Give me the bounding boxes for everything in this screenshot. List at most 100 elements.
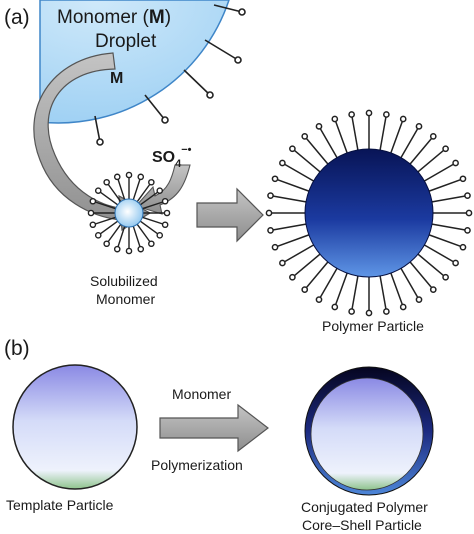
micelle-surfactant-tail [92,200,116,210]
particle-surfactant-tail [428,178,464,192]
micelle-surfactant-tail [136,223,152,245]
micelle-surfactant-head [137,245,145,253]
particle-surfactant-head [289,145,296,153]
micelle-surfactant-tail [97,220,119,236]
particle-surfactant-tail [318,268,338,300]
micelle-surfactant-tail [132,226,142,250]
particle-surfactant-head [399,115,407,123]
micelle-surfactant-tail [116,226,126,250]
arrow-label-monomer: Monomer [172,386,231,402]
droplet-surfactant-head [206,91,214,99]
polymer-particle [265,109,473,317]
particle-surfactant-head [365,309,373,317]
micelle-surfactant-head [89,197,97,205]
particle-surfactant-head [464,227,471,234]
particle-surfactant-head [383,308,390,315]
panel-a: (a) Monomer (M) Droplet M SO4−• Solubili… [4,0,473,334]
micelle-surfactant-tail [139,220,161,236]
micelle-surfactant-head [163,209,171,217]
droplet-surfactant-head [96,138,104,146]
particle-surfactant-head [442,145,449,153]
micelle-surfactant-tail [142,216,166,226]
droplet-surfactant-tail [183,69,211,96]
micelle-label-line1: Solubilized [90,273,158,289]
particle-surfactant-head [452,259,459,267]
particle-surfactant-tail [409,135,434,165]
droplet-surfactant-tail [213,4,243,13]
micelle-surfactant-tail [92,216,116,226]
micelle-surfactant-head [94,187,102,194]
micelle-surfactant-head [148,178,155,186]
micelle-core [114,198,144,228]
particle-surfactant-head [459,175,467,183]
droplet-surfactant-tail [144,94,166,121]
particle-surfactant-head [271,175,279,183]
micelle-surfactant-head [156,187,164,194]
particle-surfactant-tail [417,253,447,278]
particle-surfactant-tail [291,148,321,173]
micelle-surfactant-head [125,247,133,255]
micelle-surfactant-head [156,232,164,239]
polymer-particle-core [304,148,434,278]
droplet-surfactant-head [234,56,242,64]
particle-surfactant-head [459,243,467,251]
micelle-surfactant-head [137,173,145,181]
droplet-title-line1: Monomer (M) [57,7,171,28]
particle-surfactant-head [442,273,449,281]
micelle-surfactant-head [94,232,102,239]
particle-surfactant-head [267,227,274,234]
particle-surfactant-head [452,159,459,167]
particle-surfactant-head [271,243,279,251]
particle-surfactant-head [429,286,437,293]
micelle-surfactant-tail [116,176,126,200]
process-arrow-a [196,187,264,243]
micelle-surfactant-head [87,209,95,217]
micelle-surfactant-head [125,171,133,179]
particle-surfactant-tail [282,244,314,264]
particle-surfactant-head [279,259,286,267]
droplet-surfactant-tail [204,39,239,61]
particle-surfactant-tail [334,272,348,308]
particle-surfactant-head [365,109,373,117]
template-core [310,377,424,491]
monomer-droplet [39,0,246,146]
particle-surfactant-tail [400,126,420,158]
particle-surfactant-tail [431,194,468,203]
radical-label: SO4−• [152,144,192,170]
micelle-surfactant-tail [139,190,161,206]
particle-surfactant-tail [282,162,314,182]
particle-surfactant-head [415,296,423,303]
panel-b-label: (b) [4,337,30,360]
polymer-particle-label: Polymer Particle [322,318,424,334]
micelle-surfactant-head [113,173,121,181]
particle-surfactant-head [315,123,323,130]
arrow-label-polymerization: Polymerization [151,457,243,473]
particle-surfactant-tail [274,178,310,192]
micelle-surfactant-tails [87,171,171,255]
particle-surfactant-tail [270,223,307,232]
micelle-surfactant-head [148,240,155,248]
micelle-surfactant-tail [97,190,119,206]
micelle-surfactant-head [161,197,169,205]
particle-surfactant-tail [304,261,329,291]
particle-surfactant-head [383,111,390,118]
particle-surfactant-tail [270,194,307,203]
particle-surfactant-tail [390,118,404,154]
particle-surfactant-head [348,308,355,315]
particle-surfactant-tail [424,162,456,182]
particle-surfactant-head [265,209,273,217]
radical-arrow [135,164,191,215]
particle-surfactant-tail [409,261,434,291]
micelle-surfactant-head [113,245,121,253]
particle-surfactant-tail [274,234,310,248]
particle-surfactant-head [464,192,471,199]
particle-surfactant-head [289,273,296,281]
particle-surfactant-tail [431,223,468,232]
micelle-surfactant-tail [106,181,122,203]
monomer-arrow-label: M [110,70,123,87]
particle-surfactant-tail [428,234,464,248]
droplet-surfactant-head [161,116,169,124]
micelle [87,171,171,255]
particle-surfactant-tail [400,268,420,300]
